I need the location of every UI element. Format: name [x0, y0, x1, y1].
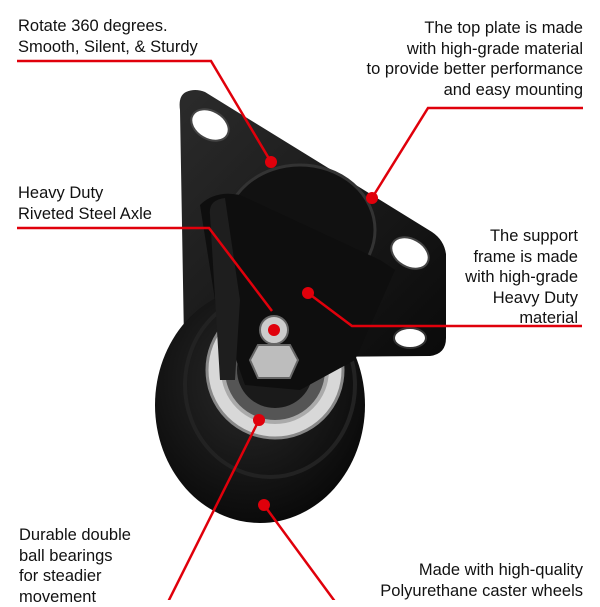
- support-frame-leader-line: [307, 292, 582, 328]
- callout-rotate: Rotate 360 degrees. Smooth, Silent, & St…: [18, 17, 198, 56]
- top-plate-marker-dot: [366, 192, 378, 204]
- callout-bearings: Durable double ball bearings for steadie…: [19, 526, 131, 606]
- bearings-leader-line: [167, 419, 261, 600]
- support-frame: [200, 193, 395, 390]
- callout-support-frame: The support frame is made with high-grad…: [465, 227, 578, 327]
- axle-marker-dot: [268, 324, 280, 336]
- bearings-marker-dot: [253, 414, 265, 426]
- axle-leader-line: [17, 226, 273, 312]
- wheel-leader-line: [262, 504, 336, 600]
- rotate-marker-dot: [265, 156, 277, 168]
- callout-wheel: Made with high-quality Polyurethane cast…: [380, 561, 583, 600]
- wheel-marker-dot: [258, 499, 270, 511]
- top-plate-leader-line: [370, 106, 583, 199]
- callout-axle: Heavy Duty Riveted Steel Axle: [18, 184, 152, 223]
- callout-lines: [17, 59, 583, 600]
- rotate-leader-line: [17, 59, 273, 163]
- support-frame-marker-dot: [302, 287, 314, 299]
- callout-top-plate: The top plate is made with high-grade ma…: [366, 19, 583, 99]
